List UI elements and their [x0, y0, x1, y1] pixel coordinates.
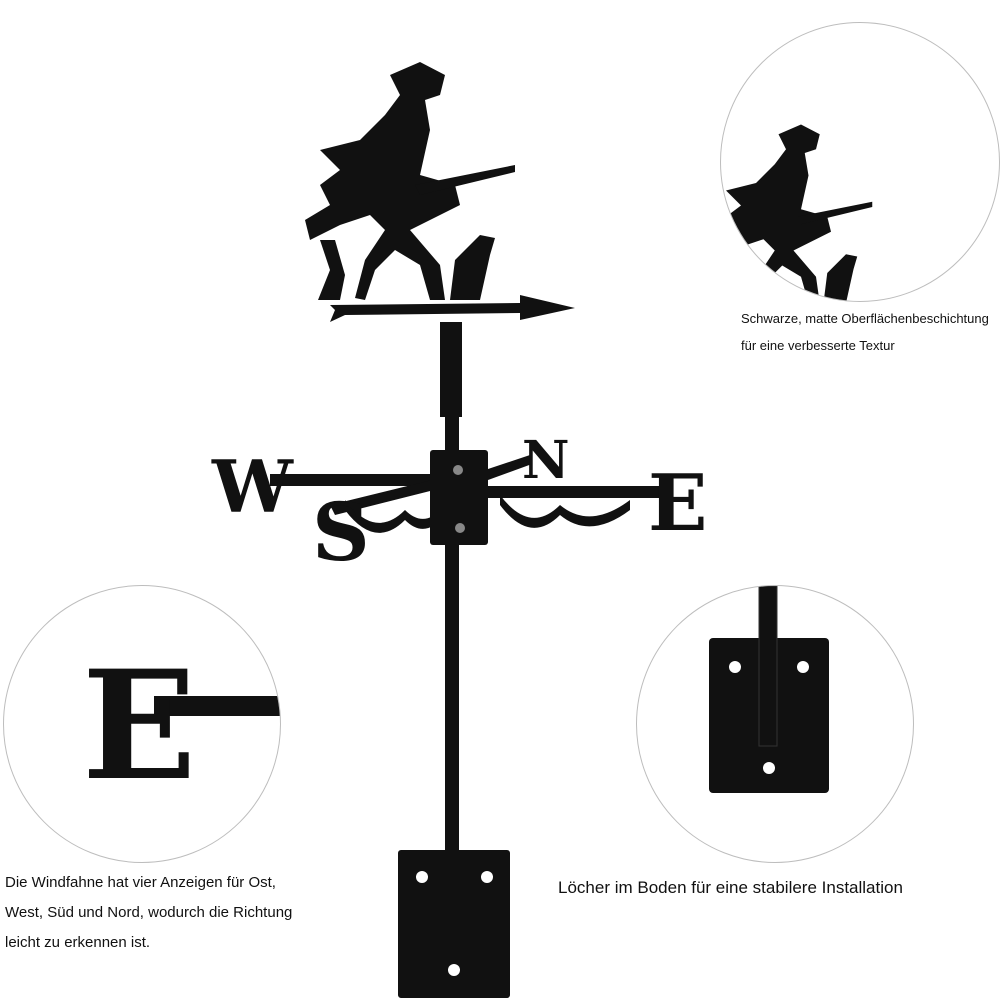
caption-coating-line2: für eine verbesserte Textur — [741, 338, 895, 353]
detail-letter-east: E — [82, 638, 196, 814]
detail-circle-letter: E — [3, 585, 281, 863]
hub — [430, 450, 488, 545]
base-plate — [398, 850, 510, 998]
compass-letter-north: N — [522, 430, 570, 491]
caption-directions-line1: Die Windfahne hat vier Anzeigen für Ost, — [5, 874, 276, 891]
caption-directions-line2: West, Süd und Nord, wodurch die Richtung — [5, 904, 293, 921]
detail-circle-coating — [720, 22, 1000, 302]
witch-detail — [721, 124, 873, 301]
caption-coating-line1: Schwarze, matte Oberflächenbeschichtung — [741, 311, 989, 326]
caption-holes: Löcher im Boden für eine stabilere Insta… — [558, 878, 903, 897]
base-detail — [709, 586, 829, 793]
detail-circle-base — [636, 585, 914, 863]
witch-silhouette — [305, 62, 515, 300]
letter-detail: E — [82, 638, 280, 814]
compass-letter-east: E — [648, 458, 707, 549]
arrow — [330, 295, 575, 322]
compass-letter-west: W — [211, 444, 294, 529]
caption-directions-line3: leicht zu erkennen ist. — [5, 934, 151, 951]
pole-top — [440, 322, 462, 417]
compass-letter-south: S — [312, 485, 370, 579]
